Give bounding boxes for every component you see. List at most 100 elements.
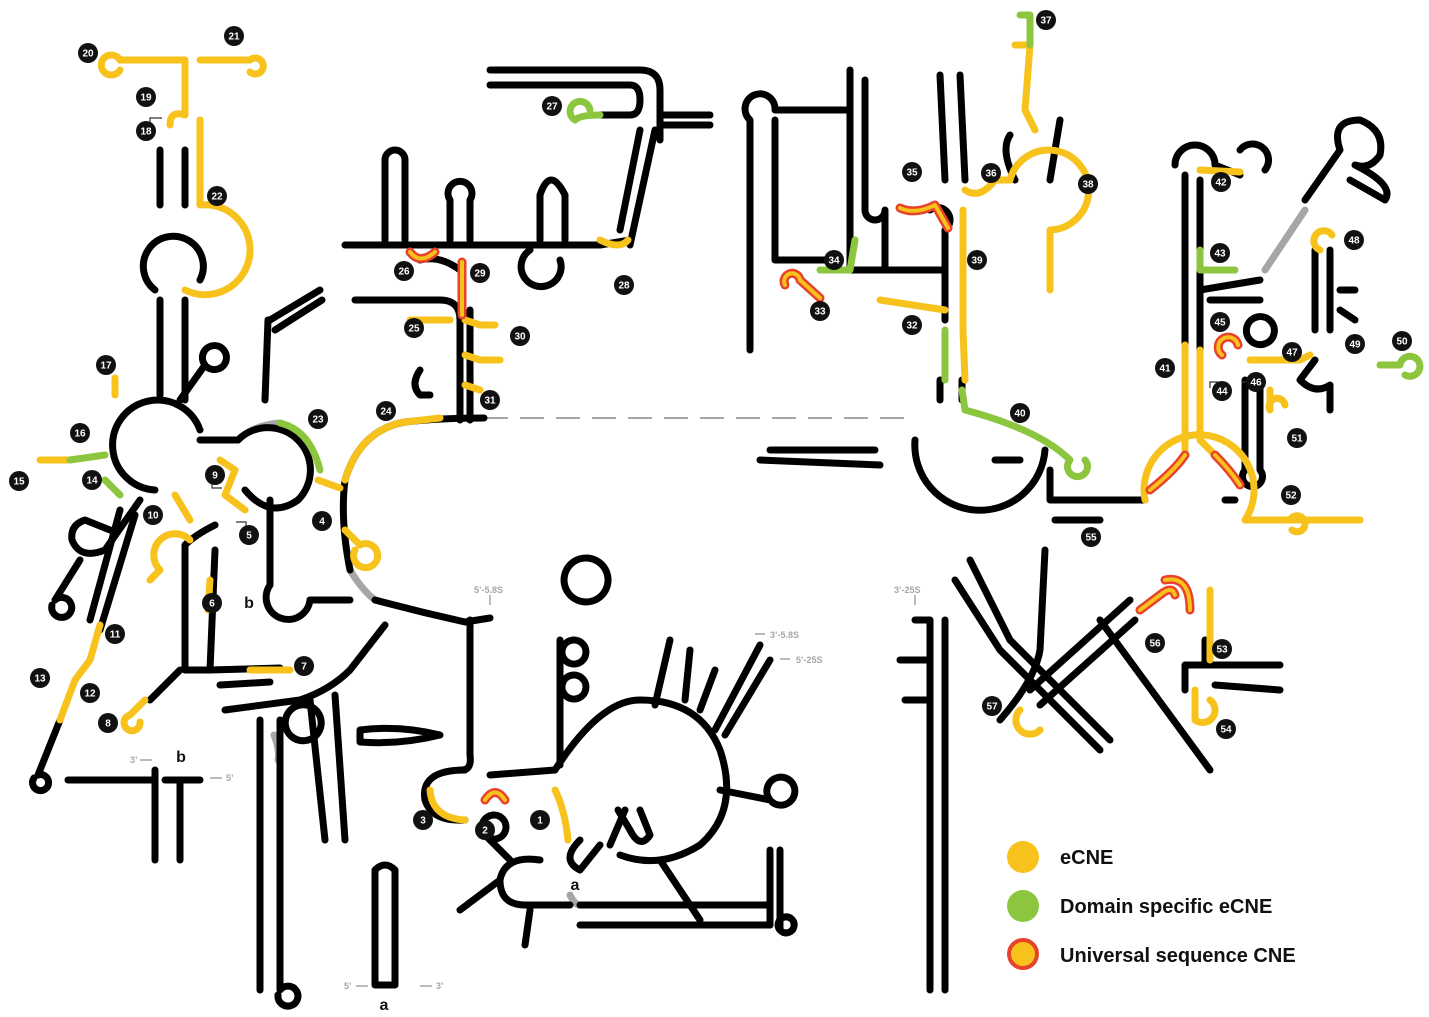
backbone-segment — [1301, 116, 1391, 204]
badge-circle — [1212, 639, 1232, 659]
ecne-segment — [1310, 227, 1336, 254]
element-number-badge: 39 — [967, 250, 987, 270]
element-number-badge: 8 — [98, 713, 118, 733]
ecne-segment — [1196, 346, 1219, 459]
element-number-badge: 28 — [614, 275, 634, 295]
backbone-segment — [411, 306, 474, 424]
universal-cne-core — [1138, 577, 1192, 612]
element-number-badge: 21 — [224, 26, 244, 46]
element-number-badge: 3 — [413, 810, 433, 830]
badge-number: 25 — [408, 324, 420, 335]
element-number-badge: 7 — [294, 656, 314, 676]
backbone-segment — [356, 724, 444, 747]
badge-circle — [30, 668, 50, 688]
backbone-segment — [911, 616, 949, 994]
universal-cne-core — [898, 203, 950, 230]
badge-number: 39 — [971, 256, 983, 267]
badge-circle — [80, 683, 100, 703]
bracket — [1209, 381, 1218, 388]
element-number-badge: 55 — [1081, 527, 1101, 547]
universal-cne-segments — [405, 200, 1245, 805]
backbone-segment — [551, 696, 731, 865]
ecne-segment — [1012, 706, 1044, 738]
ecne-segment — [1265, 386, 1289, 414]
backbone-segment — [176, 342, 230, 404]
element-number-badge: 45 — [1210, 312, 1230, 332]
backbone-segment — [566, 836, 604, 874]
badge-number: 7 — [301, 662, 307, 673]
ecne-segment — [341, 414, 444, 484]
element-number-badge: 11 — [105, 624, 125, 644]
backbone-segment — [139, 232, 207, 294]
badge-number: 29 — [474, 269, 486, 280]
domain-specific-ecne-segments — [66, 11, 1424, 499]
element-number-badge: 1 — [530, 810, 550, 830]
backbone-segment — [1311, 246, 1334, 334]
backbone-segment — [716, 773, 799, 809]
label-3-prime-a: 3’ — [436, 981, 444, 991]
badge-number: 1 — [537, 816, 543, 827]
backbone-segment — [861, 76, 889, 274]
backbone-segment — [517, 246, 565, 291]
universal-cne-core — [1148, 453, 1242, 492]
element-number-badge: 46 — [1246, 372, 1266, 392]
junction-label-b-left: b — [244, 595, 254, 612]
badge-number: 5 — [246, 531, 252, 542]
badge-circle — [1345, 334, 1365, 354]
backbone-segment — [596, 96, 644, 119]
badge-circle — [202, 593, 222, 613]
badge-number: 16 — [74, 429, 86, 440]
badge-number: 12 — [84, 689, 96, 700]
backbone-segment — [1096, 616, 1214, 774]
element-number-badge: 38 — [1078, 174, 1098, 194]
element-number-badge: 16 — [70, 423, 90, 443]
element-number-badge: 20 — [78, 43, 98, 63]
ecne-segment — [461, 381, 484, 394]
label-5-25s: 5’-25S — [796, 655, 823, 665]
backbone-segment — [616, 126, 659, 249]
legend-label-ecne: eCNE — [1060, 847, 1113, 869]
domain-specific-ecne-segment — [276, 419, 324, 474]
badge-number: 21 — [228, 32, 240, 43]
badge-number: 24 — [380, 407, 392, 418]
ecne-segment — [991, 146, 1093, 294]
badge-number: 42 — [1215, 178, 1227, 189]
badge-number: 3 — [420, 816, 426, 827]
backbone-segment — [458, 616, 474, 774]
ecne-segment — [120, 696, 149, 735]
badge-circle — [1145, 633, 1165, 653]
element-number-badge: 19 — [136, 87, 156, 107]
backbone-segment — [711, 641, 774, 739]
label-5-5.8s: 5’-5.8S — [474, 585, 503, 595]
badge-circle — [413, 810, 433, 830]
backbone-segment — [1026, 596, 1139, 709]
element-number-badge: 29 — [470, 263, 490, 283]
universal-cne-core — [782, 271, 822, 300]
universal-cne-core — [408, 250, 437, 261]
backbone-segment — [1171, 141, 1244, 179]
legend-swatch-domain-specific-ecne — [1007, 890, 1039, 922]
badge-circle — [614, 275, 634, 295]
backbone-segment — [256, 716, 302, 1010]
element-number-badge: 35 — [902, 162, 922, 182]
universal-cne-core — [1216, 335, 1240, 357]
element-number-badge: 53 — [1212, 639, 1232, 659]
badge-circle — [542, 96, 562, 116]
ecne-segment — [551, 786, 572, 844]
element-number-badge: 42 — [1211, 172, 1231, 192]
backbone-segment — [156, 296, 189, 404]
backbone-segment — [281, 701, 325, 745]
legend-item-universal-sequence-cne: Universal sequence CNE — [1007, 938, 1296, 970]
label-3-5.8s: 3’-5.8S — [770, 630, 799, 640]
backbone-segment — [68, 496, 144, 557]
badge-number: 18 — [140, 127, 152, 138]
badge-circle — [480, 390, 500, 410]
badge-circle — [902, 162, 922, 182]
ecne-segments — [36, 41, 1364, 844]
backbone-segment — [656, 856, 704, 924]
badge-circle — [70, 423, 90, 443]
badge-circle — [205, 465, 225, 485]
element-number-badge: 40 — [1010, 403, 1030, 423]
badge-circle — [394, 261, 414, 281]
